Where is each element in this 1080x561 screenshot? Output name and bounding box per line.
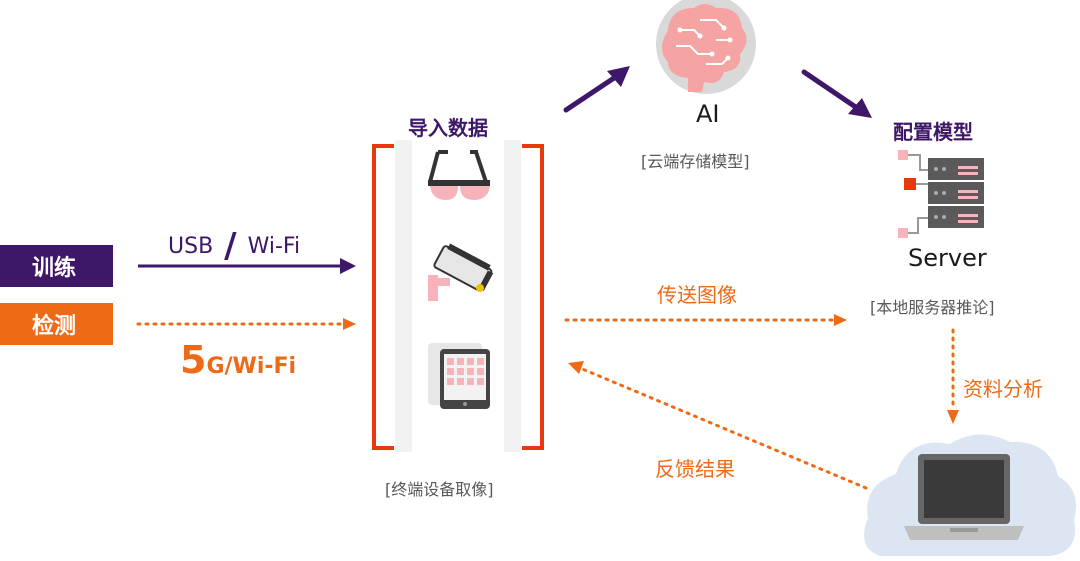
import-data-title: 导入数据 <box>408 116 488 140</box>
detect-text: 检测 <box>32 314 77 339</box>
analysis-arrow <box>947 328 959 424</box>
analysis-label: 资料分析 <box>963 377 1043 401</box>
tablet-icon <box>428 343 490 409</box>
ai-label: AI <box>696 100 720 128</box>
5g-wifi-caption: 5G/Wi-Fi <box>180 338 296 382</box>
g-wifi-text: G/Wi-Fi <box>206 354 297 379</box>
feedback-label: 反馈结果 <box>655 457 735 481</box>
send-image-arrow <box>564 314 847 326</box>
device-panel <box>372 140 544 452</box>
wifi-text: Wi-Fi <box>247 234 301 259</box>
ai-caption: [云端存储模型] <box>641 152 750 171</box>
cloud-laptop-icon <box>864 434 1076 556</box>
server-icon <box>898 150 984 238</box>
config-model-title: 配置模型 <box>893 120 973 144</box>
usb-text: USB <box>168 234 214 259</box>
detect-label: 检测 <box>0 303 113 345</box>
five-text: 5 <box>180 338 207 382</box>
to-ai-arrow <box>563 66 630 113</box>
send-image-label: 传送图像 <box>657 283 737 307</box>
train-label: 训练 <box>0 245 113 287</box>
tablet-label: Tablet <box>431 418 487 437</box>
usb-wifi-caption: USB / Wi-Fi <box>168 222 301 266</box>
ai-brain-icon <box>656 0 756 94</box>
ar-glasses-icon <box>428 150 490 200</box>
ip-cam-label: IP Cam <box>427 303 491 322</box>
server-label: Server <box>908 244 987 272</box>
slash-text: / <box>224 226 237 266</box>
to-server-arrow <box>801 69 872 118</box>
server-caption: [本地服务器推论] <box>870 298 995 317</box>
device-caption: [终端设备取像] <box>385 480 494 499</box>
ip-cam-icon <box>428 243 494 301</box>
ar-glasses-label: AR glasses <box>410 208 508 227</box>
5g-arrow <box>136 318 356 330</box>
train-text: 训练 <box>32 256 77 281</box>
